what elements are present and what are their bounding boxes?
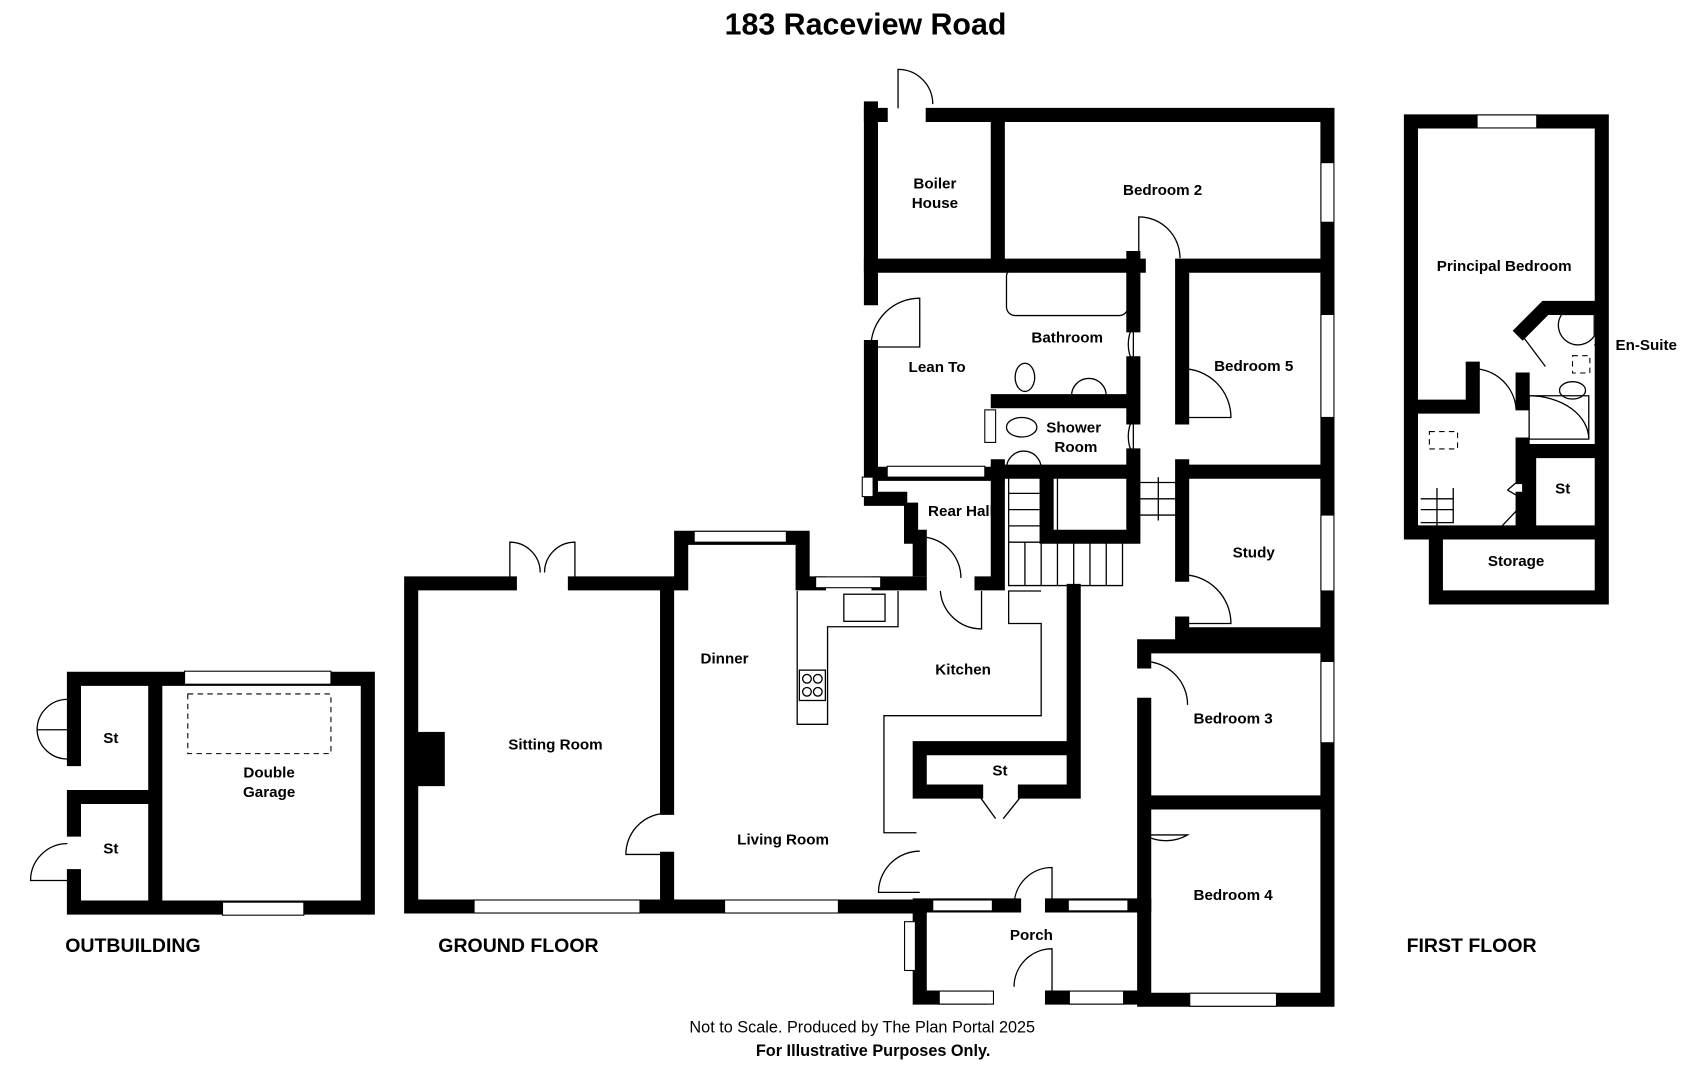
room-label-boiler-house-2: House (912, 195, 958, 212)
room-label-bedroom-5: Bedroom 5 (1214, 358, 1294, 375)
floor-label-ground: GROUND FLOOR (438, 935, 598, 957)
room-label-rear-hall: Rear Hall (928, 503, 994, 520)
room-label-sitting-room: Sitting Room (508, 736, 602, 753)
outbuilding-plan: St St Double Garage OUTBUILDING (29, 670, 375, 957)
room-label-living-room: Living Room (737, 832, 829, 849)
shower-tray-icon (1056, 476, 1129, 535)
room-label-boiler-house: Boiler (913, 176, 956, 193)
room-label-study: Study (1233, 544, 1276, 561)
room-label-principal-bedroom: Principal Bedroom (1437, 258, 1572, 275)
room-label-store-2: St (103, 840, 118, 857)
bath-icon (1005, 267, 1129, 317)
room-label-store-ground: St (992, 762, 1007, 779)
room-label-bathroom: Bathroom (1031, 330, 1103, 347)
room-label-double-garage-2: Garage (243, 784, 295, 801)
room-label-lean-to: Lean To (909, 359, 966, 376)
floor-label-outbuilding: OUTBUILDING (65, 935, 200, 957)
plan-title: 183 Raceview Road (725, 9, 1007, 42)
room-label-porch: Porch (1010, 927, 1053, 944)
basin-icon (1070, 377, 1107, 397)
footer-disclaimer: For Illustrative Purposes Only. (756, 1042, 990, 1060)
toilet-icon (1005, 416, 1038, 438)
room-label-double-garage: Double (243, 764, 294, 781)
room-label-bedroom-3: Bedroom 3 (1193, 710, 1272, 727)
room-label-storage: Storage (1488, 553, 1545, 570)
car-space-outline (187, 693, 332, 755)
room-label-bedroom-2: Bedroom 2 (1123, 182, 1202, 199)
room-label-shower-room-2: Room (1054, 439, 1097, 456)
toilet-icon (1014, 362, 1036, 393)
room-label-shower-room: Shower (1046, 420, 1101, 437)
room-label-store-1: St (103, 730, 118, 747)
basin-icon (1005, 450, 1042, 469)
room-label-store-first: St (1555, 480, 1570, 497)
first-floor-plan: Principal Bedroom En-Suite St Storage FI… (1403, 114, 1677, 957)
room-label-dinner: Dinner (701, 651, 749, 668)
room-label-kitchen: Kitchen (935, 661, 991, 678)
ground-floor-plan: Boiler House Bedroom 2 Lean To Bathroom … (404, 68, 1335, 1007)
footer-credit: Not to Scale. Produced by The Plan Porta… (689, 1018, 1035, 1036)
room-label-bedroom-4: Bedroom 4 (1193, 887, 1273, 904)
staircase (1008, 477, 1180, 587)
floor-label-first: FIRST FLOOR (1407, 935, 1537, 957)
room-label-en-suite: En-Suite (1615, 337, 1677, 354)
